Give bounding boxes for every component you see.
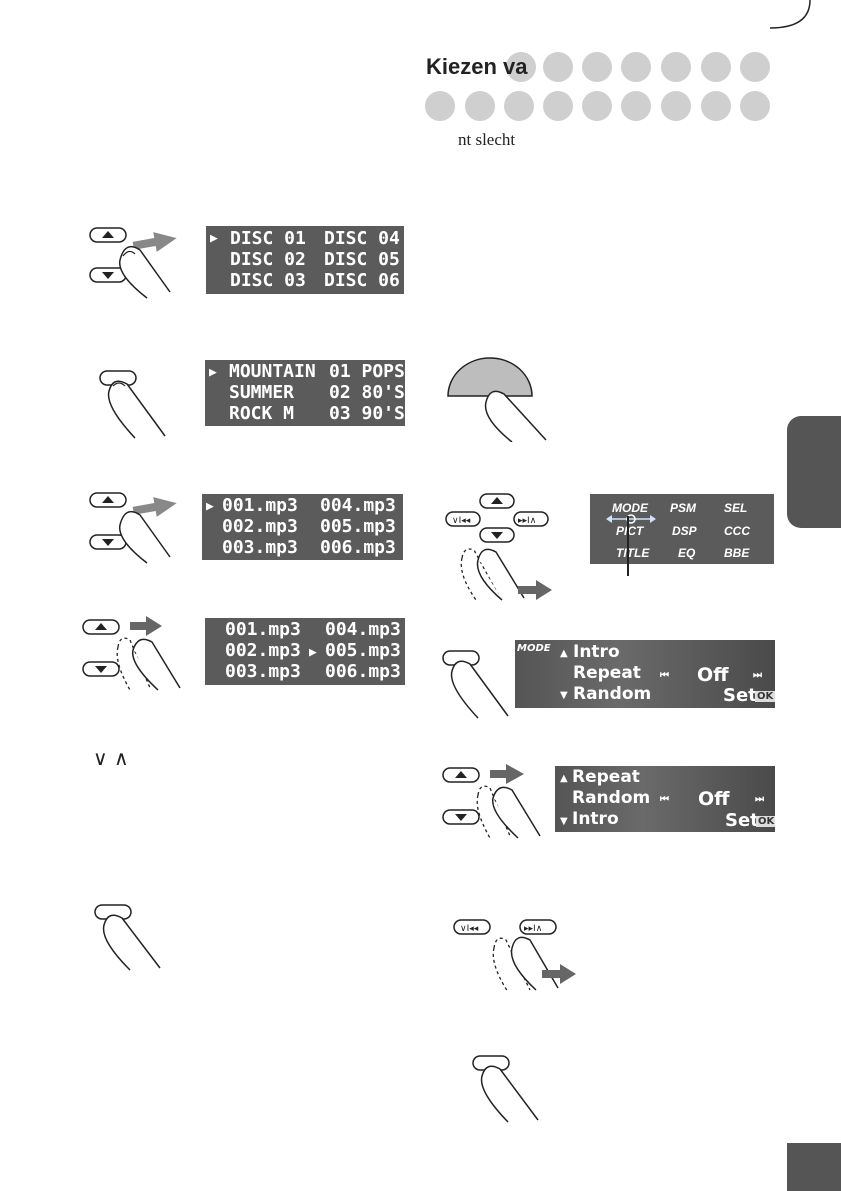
page-subtitle: nt slecht (458, 130, 516, 149)
updown-buttons-illustration-2 (89, 492, 177, 564)
ok-badge: OK (756, 816, 775, 827)
track-3-label: 003.mp3 (225, 661, 301, 682)
set-label: Set (725, 810, 759, 831)
callout-line (627, 516, 629, 576)
mode-label: MODE (517, 643, 551, 654)
disc-3-label: DISC 03 (230, 270, 306, 291)
folder-5-label: 02 80'S (329, 382, 405, 403)
disc-5-label: DISC 05 (324, 249, 400, 270)
folder-2-label: SUMMER (229, 382, 295, 403)
mode-item-intro: Intro (573, 642, 620, 662)
control-dial-illustration (447, 357, 547, 442)
menu-item-mode: MODE (612, 501, 648, 515)
cross-buttons-illustration: ∨I◂◂ ▸▸I∧ (445, 493, 552, 601)
mode-panel-2: ▲ Repeat Random ▼ Intro ⏮ Off ⏭ Set OK (555, 766, 775, 832)
updown-slide-illustration (82, 616, 181, 691)
svg-text:▸▸I∧: ▸▸I∧ (518, 516, 536, 526)
selection-cursor-icon: ▶ (209, 365, 217, 380)
track-2-label: 002.mp3 (225, 640, 301, 661)
menu-item-title: TITLE (616, 546, 650, 560)
mode-value: Off (698, 788, 730, 810)
updown-buttons-illustration (89, 227, 177, 299)
svg-text:▸▸I∧: ▸▸I∧ (524, 924, 542, 934)
menu-item-dsp: DSP (672, 524, 697, 538)
mode-item-repeat: Repeat (573, 663, 641, 683)
language-tab (787, 416, 841, 528)
folder-4-label: 01 POPS (329, 361, 405, 382)
page-number-box (787, 1143, 841, 1191)
updown-slide-illustration-2 (442, 764, 541, 839)
set-label: Set (723, 685, 757, 706)
folder-display: ▶ MOUNTAIN 01 POPS SUMMER 02 80'S ROCK M… (205, 360, 405, 426)
track-4-label: 004.mp3 (320, 495, 396, 516)
menu-display: MODE PSM SEL PICT DSP CCC TITLE EQ BBE (590, 494, 774, 564)
track-5-label: 005.mp3 (320, 516, 396, 537)
svg-text:∨I◂◂: ∨I◂◂ (452, 516, 471, 526)
track-1-label: 001.mp3 (225, 619, 301, 640)
mode-value: Off (697, 664, 729, 686)
menu-item-ccc: CCC (724, 524, 750, 538)
scroll-down-icon: ▼ (560, 816, 568, 827)
track-1-label: 001.mp3 (222, 495, 298, 516)
page-title: Kiezen va (426, 54, 528, 79)
svg-text:∨I◂◂: ∨I◂◂ (460, 924, 479, 934)
mode-panel-1: MODE ▲ Intro Repeat ▼ Random ⏮ Off ⏭ Set… (515, 640, 775, 708)
track-display-2: 001.mp3 004.mp3 002.mp3 ▶ 005.mp3 003.mp… (205, 618, 405, 685)
disc-2-label: DISC 02 (230, 249, 306, 270)
mode-button-illustration (442, 650, 509, 719)
prev-icon: ⏮ (660, 794, 669, 805)
folder-3-label: ROCK M (229, 403, 295, 424)
mode-item-intro: Intro (572, 809, 619, 829)
prev-icon: ⏮ (660, 670, 669, 681)
selection-cursor-icon: ▶ (309, 645, 317, 660)
corner-mark (770, 0, 811, 29)
folder-1-label: MOUNTAIN (229, 361, 316, 382)
selection-cursor-icon: ▶ (206, 499, 214, 514)
track-5-label: 005.mp3 (325, 640, 401, 661)
single-button-illustration-3 (472, 1055, 539, 1123)
single-button-illustration-2 (94, 904, 161, 971)
prev-next-buttons-illustration: ∨I◂◂ ▸▸I∧ (453, 919, 576, 993)
disc-display: ▶ DISC 01 DISC 04 DISC 02 DISC 05 DISC 0… (206, 226, 404, 294)
track-4-label: 004.mp3 (325, 619, 401, 640)
menu-item-psm: PSM (670, 501, 697, 515)
menu-cursor-icon (606, 514, 656, 524)
menu-item-sel: SEL (724, 501, 748, 515)
next-icon: ⏭ (755, 794, 764, 805)
track-6-label: 006.mp3 (325, 661, 401, 682)
mode-item-random: Random (572, 788, 651, 808)
track-6-label: 006.mp3 (320, 537, 396, 558)
ok-badge: OK (755, 691, 775, 702)
disc-4-label: DISC 04 (324, 228, 400, 249)
mode-item-random: Random (573, 684, 652, 704)
disc-1-label: DISC 01 (230, 228, 306, 249)
scroll-up-icon: ▲ (560, 773, 568, 784)
mode-item-repeat: Repeat (572, 767, 640, 787)
track-display-1: ▶ 001.mp3 004.mp3 002.mp3 005.mp3 003.mp… (202, 494, 403, 560)
scroll-up-icon: ▲ (560, 648, 568, 659)
scroll-down-icon: ▼ (560, 690, 568, 701)
single-button-illustration (99, 370, 166, 439)
arrow-symbols-text: ∨ ∧ (93, 746, 129, 770)
selection-cursor-icon: ▶ (210, 231, 218, 246)
menu-item-pict: PICT (616, 524, 644, 538)
folder-6-label: 03 90'S (329, 403, 405, 424)
menu-item-eq: EQ (678, 546, 696, 560)
next-icon: ⏭ (753, 670, 762, 681)
menu-item-bbe: BBE (724, 546, 750, 560)
track-3-label: 003.mp3 (222, 537, 298, 558)
disc-6-label: DISC 06 (324, 270, 400, 291)
track-2-label: 002.mp3 (222, 516, 298, 537)
